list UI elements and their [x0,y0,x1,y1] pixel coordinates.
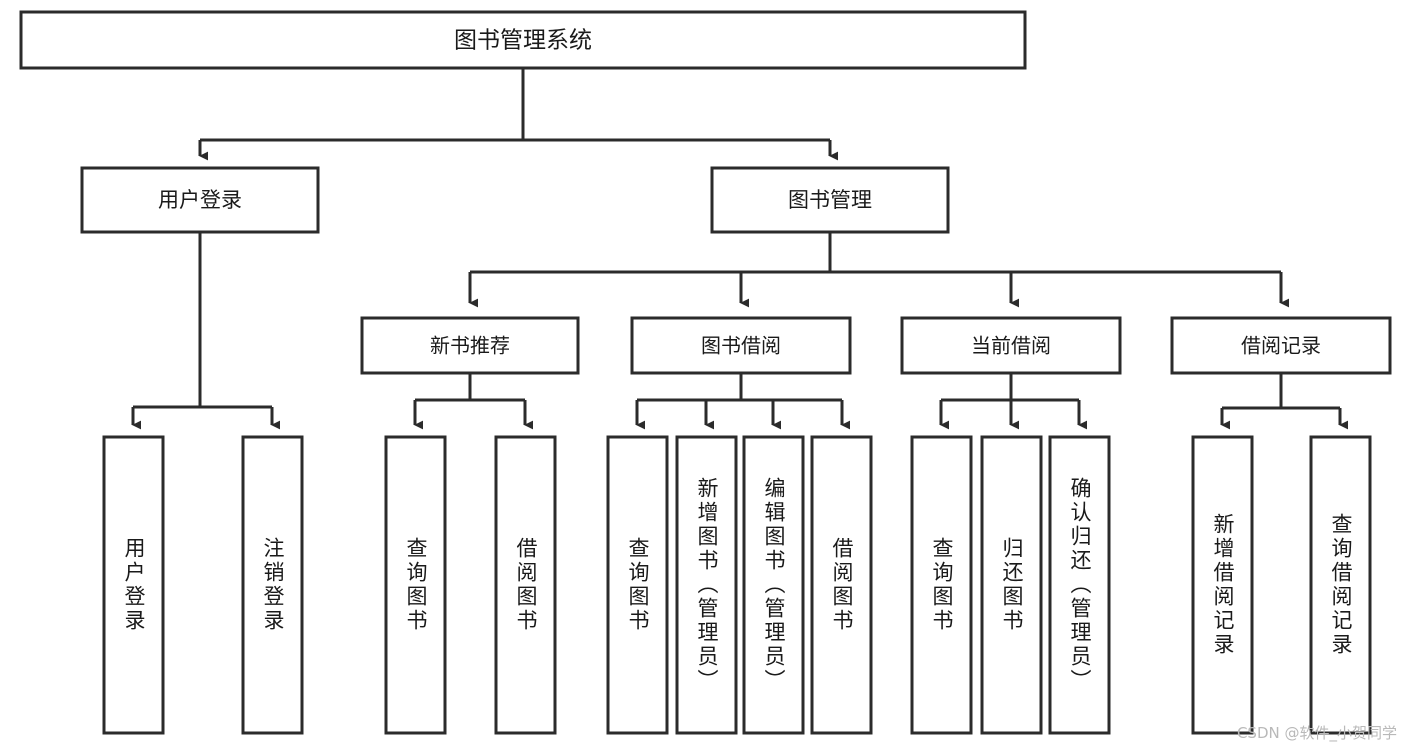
leaf-label-6: 编辑图书（管理员） [762,477,786,693]
leaf-label-1: 注销登录 [261,537,285,633]
leaf-label-11: 新增借阅记录 [1211,513,1235,657]
leaf-box-8[interactable] [910,435,973,735]
leaf-node[interactable]: 注销登录 [241,435,304,735]
node-user-login-label: 用户登录 [158,188,242,212]
node-root-label: 图书管理系统 [454,28,592,54]
connectors-borrow-to-leaves [635,373,850,430]
leaf-box-7[interactable] [810,435,873,735]
leaf-box-11[interactable] [1191,435,1254,735]
leaf-node[interactable]: 新增图书（管理员） [675,435,738,735]
node-book-borrow-box[interactable] [630,316,852,375]
leaf-box-4[interactable] [606,435,669,735]
connectors-root-to-level1 [198,68,838,161]
leaf-label-10: 确认归还（管理员） [1068,477,1092,693]
node-new-book-recommend[interactable]: 新书推荐 [360,316,580,375]
leaf-node[interactable]: 新增借阅记录 [1191,435,1254,735]
connectors-current-to-leaves [939,373,1087,430]
leaf-box-0[interactable] [102,435,165,735]
node-user-login[interactable]: 用户登录 [80,166,320,234]
leaf-label-7: 借阅图书 [830,537,854,633]
node-root-box[interactable] [19,10,1027,70]
leaf-label-2: 查询图书 [404,537,428,633]
leaf-label-0: 用户登录 [122,537,146,633]
leaf-node[interactable]: 编辑图书（管理员） [742,435,805,735]
leaf-label-3: 借阅图书 [514,537,538,633]
leaf-label-9: 归还图书 [1000,537,1024,633]
node-book-management[interactable]: 图书管理 [710,166,950,234]
node-book-borrow[interactable]: 图书借阅 [630,316,852,375]
node-borrow-records-box[interactable] [1170,316,1392,375]
leaf-node[interactable]: 查询图书 [606,435,669,735]
leaf-box-1[interactable] [241,435,304,735]
leaf-node[interactable]: 用户登录 [102,435,165,735]
connectors-userlogin-to-leaves [131,232,280,430]
connectors-records-to-leaves [1220,373,1348,430]
leaf-box-2[interactable] [384,435,447,735]
leaf-node[interactable]: 借阅图书 [810,435,873,735]
connectors-newbook-to-leaves [413,373,533,430]
node-user-login-box[interactable] [80,166,320,234]
node-current-borrow-label: 当前借阅 [971,334,1051,358]
leaf-label-8: 查询图书 [930,537,954,633]
node-book-management-box[interactable] [710,166,950,234]
node-borrow-records[interactable]: 借阅记录 [1170,316,1392,375]
leaf-node[interactable]: 查询图书 [910,435,973,735]
leaf-box-6[interactable] [742,435,805,735]
leaf-node[interactable]: 查询图书 [384,435,447,735]
node-new-book-recommend-label: 新书推荐 [430,334,510,358]
connectors-bookmgmt-to-level2 [468,232,1289,308]
leaf-node[interactable]: 归还图书 [980,435,1043,735]
node-current-borrow[interactable]: 当前借阅 [900,316,1122,375]
node-root[interactable]: 图书管理系统 [19,10,1027,70]
node-new-book-recommend-box[interactable] [360,316,580,375]
leaf-box-12[interactable] [1309,435,1372,735]
leaf-label-12: 查询借阅记录 [1329,513,1353,657]
node-book-borrow-label: 图书借阅 [701,334,781,358]
leaf-box-3[interactable] [494,435,557,735]
leaf-node[interactable]: 借阅图书 [494,435,557,735]
node-current-borrow-box[interactable] [900,316,1122,375]
leaf-node[interactable]: 确认归还（管理员） [1048,435,1111,735]
node-book-management-label: 图书管理 [788,188,872,212]
leaf-label-4: 查询图书 [626,537,650,633]
leaf-box-10[interactable] [1048,435,1111,735]
leaf-node[interactable]: 查询借阅记录 [1309,435,1372,735]
leaf-box-5[interactable] [675,435,738,735]
node-borrow-records-label: 借阅记录 [1241,334,1321,358]
leaf-label-5: 新增图书（管理员） [695,477,719,693]
leaf-box-9[interactable] [980,435,1043,735]
